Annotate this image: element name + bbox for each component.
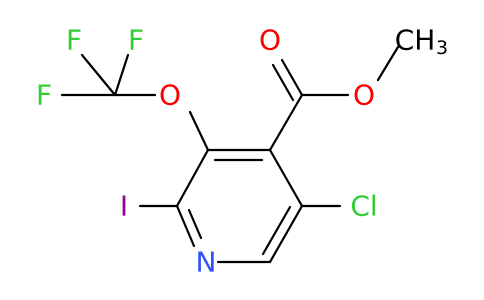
bond-oester-ch3 <box>376 45 400 82</box>
ester-oxygen-atom: O <box>353 79 375 112</box>
bond-c-f-top-left <box>80 53 117 97</box>
bond-c5-c6 <box>268 204 304 264</box>
fluorine-atom-3: F <box>36 79 52 112</box>
ether-oxygen-atom: O <box>159 79 181 112</box>
atom-labels: F F F O O O CH 3 I N Cl <box>36 24 448 279</box>
bond-n-c2 <box>175 204 196 248</box>
bond-c5-c6-inner <box>261 205 292 256</box>
bond-c2-c3 <box>175 148 210 208</box>
bond-c-f-top-right <box>113 53 130 97</box>
bond-ccarbonyl-o-double-b <box>271 63 295 102</box>
chlorine-atom: Cl <box>350 190 377 223</box>
methyl-subscript: 3 <box>436 37 448 59</box>
fluorine-atom-2: F <box>128 24 144 57</box>
bond-n-c2-inner <box>187 208 203 240</box>
bond-ccarbonyl-o-double-a <box>280 58 304 97</box>
carbonyl-oxygen-atom: O <box>259 24 281 57</box>
bond-c3-o <box>188 110 210 152</box>
bond-c4-ccarbonyl <box>268 93 304 152</box>
iodine-atom: I <box>120 190 128 223</box>
nitrogen-atom: N <box>196 246 217 279</box>
bond-c4-c5 <box>268 148 304 208</box>
bonds <box>60 45 400 264</box>
methyl-group: CH <box>395 24 436 57</box>
fluorine-atom-1: F <box>66 24 82 57</box>
